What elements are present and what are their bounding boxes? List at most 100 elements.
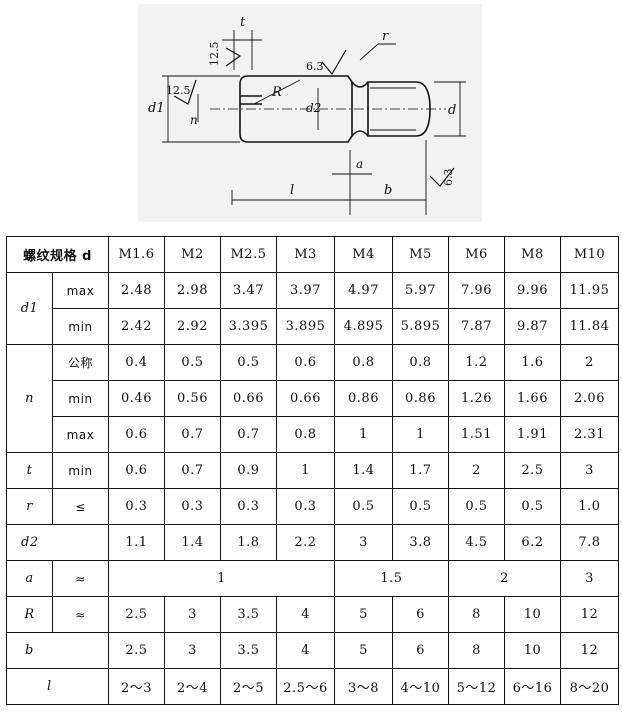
value-cell: 1 [108, 560, 335, 597]
row-d1-max: d1 max 2.48 2.98 3.47 3.97 4.97 5.97 7.9… [6, 272, 619, 345]
value-cell: 1.6 [504, 344, 561, 381]
value-cell: 2.2 [276, 524, 335, 561]
value-cell: 1.26 [448, 380, 505, 417]
value-cell: 2.5～6 [276, 668, 335, 705]
row-label-r: r [6, 488, 53, 525]
value-cell: 0.4 [108, 344, 165, 381]
label-n: n [190, 113, 198, 127]
value-cell: 0.5 [220, 344, 277, 381]
value-cell: 4.97 [334, 272, 393, 309]
value-cell: 1.4 [164, 524, 221, 561]
value-cell: 9.96 [504, 272, 561, 309]
size-cell: M3 [276, 236, 335, 273]
value-cell: 1 [276, 452, 335, 489]
row-a: a ≈ 1 1.5 2 3 [6, 560, 619, 597]
sub-label-approx: ≈ [52, 596, 109, 633]
value-cell: 3 [164, 632, 221, 669]
value-cell: 4 [276, 596, 335, 633]
row-label-t: t [6, 452, 53, 489]
row-l: l 2～3 2～4 2～5 2.5～6 3～8 4～10 5～12 6～16 8… [6, 668, 619, 705]
value-cell: 3 [164, 596, 221, 633]
value-cell: 6 [392, 596, 449, 633]
roughness-symbol-mid [321, 49, 347, 76]
value-cell: 2 [560, 344, 619, 381]
value-cell: 3.47 [220, 272, 277, 309]
label-d1: d1 [148, 101, 165, 116]
value-cell: 3.5 [220, 632, 277, 669]
row-label-d2: d2 [6, 524, 109, 561]
value-cell: 2.92 [164, 308, 221, 345]
value-cell: 0.5 [448, 488, 505, 525]
value-cell: 0.6 [108, 452, 165, 489]
row-b: b 2.5 3 3.5 4 5 6 8 10 12 [6, 632, 619, 669]
value-cell: 0.8 [334, 344, 393, 381]
value-cell: 0.7 [220, 416, 277, 453]
value-cell: 1.1 [108, 524, 165, 561]
value-cell: 2.31 [560, 416, 619, 453]
size-cell: M6 [448, 236, 505, 273]
value-cell: 12 [560, 596, 619, 633]
size-cell: M8 [504, 236, 561, 273]
screw-body [239, 75, 353, 143]
size-cell: M5 [392, 236, 449, 273]
sub-label-min: min [52, 452, 109, 489]
value-cell: 1.5 [334, 560, 449, 597]
value-cell: 2.98 [164, 272, 221, 309]
roughness-symbol-top [225, 47, 242, 67]
row-n-max: max 0.6 0.7 0.7 0.8 1 1 1.51 1.91 2.31 [7, 416, 619, 453]
value-cell: 0.8 [392, 344, 449, 381]
value-cell: 6～16 [504, 668, 561, 705]
value-cell: 3 [560, 452, 619, 489]
value-cell: 2.5 [504, 452, 561, 489]
value-cell: 0.5 [504, 488, 561, 525]
value-cell: 0.5 [334, 488, 393, 525]
value-cell: 8 [448, 596, 505, 633]
value-cell: 7.8 [560, 524, 619, 561]
value-cell: 8 [448, 632, 505, 669]
value-cell: 0.7 [164, 416, 221, 453]
value-cell: 0.6 [108, 416, 165, 453]
value-cell: 2.06 [560, 380, 619, 417]
row-label-a: a [6, 560, 53, 597]
value-cell: 5 [334, 632, 393, 669]
size-cell: M1.6 [108, 236, 165, 273]
value-cell: 2～4 [164, 668, 221, 705]
sub-label-max: max [52, 416, 109, 453]
value-cell: 1.66 [504, 380, 561, 417]
label-d: d [448, 103, 456, 118]
value-cell: 0.66 [276, 380, 335, 417]
value-cell: 1 [392, 416, 449, 453]
size-cell: M4 [334, 236, 393, 273]
row-d2: d2 1.1 1.4 1.8 2.2 3 3.8 4.5 6.2 7.8 [6, 524, 619, 561]
value-cell: 1 [334, 416, 393, 453]
value-cell: 1.51 [448, 416, 505, 453]
value-cell: 5 [334, 596, 393, 633]
thread-minor [370, 87, 416, 131]
value-cell: 5.97 [392, 272, 449, 309]
value-cell: 3～8 [334, 668, 393, 705]
label-b: b [384, 183, 392, 198]
value-cell: 1.8 [220, 524, 277, 561]
value-cell: 4 [276, 632, 335, 669]
sub-label-le: ≤ [52, 488, 109, 525]
value-cell: 4.895 [334, 308, 393, 345]
drawing-background [138, 4, 482, 222]
value-cell: 1.91 [504, 416, 561, 453]
value-cell: 3.8 [392, 524, 449, 561]
sub-label-min: min [52, 308, 109, 345]
caption-cell: 螺纹规格 d [6, 236, 109, 273]
value-cell: 2～5 [220, 668, 277, 705]
value-cell: 0.56 [164, 380, 221, 417]
value-cell: 0.5 [164, 344, 221, 381]
label-t: t [240, 15, 246, 30]
value-cell: 5.895 [392, 308, 449, 345]
value-cell: 3.395 [220, 308, 277, 345]
roughness-symbol-left [173, 79, 197, 105]
label-d2: d2 [306, 101, 321, 115]
value-cell: 0.66 [220, 380, 277, 417]
value-cell: 9.87 [504, 308, 561, 345]
label-roughness-6-3-top: 6.3 [306, 60, 324, 73]
row-d1-min: min 2.42 2.92 3.395 3.895 4.895 5.895 7.… [7, 308, 619, 345]
row-n-min: min 0.46 0.56 0.66 0.66 0.86 0.86 1.26 1… [7, 380, 619, 417]
sub-label-approx: ≈ [52, 560, 109, 597]
